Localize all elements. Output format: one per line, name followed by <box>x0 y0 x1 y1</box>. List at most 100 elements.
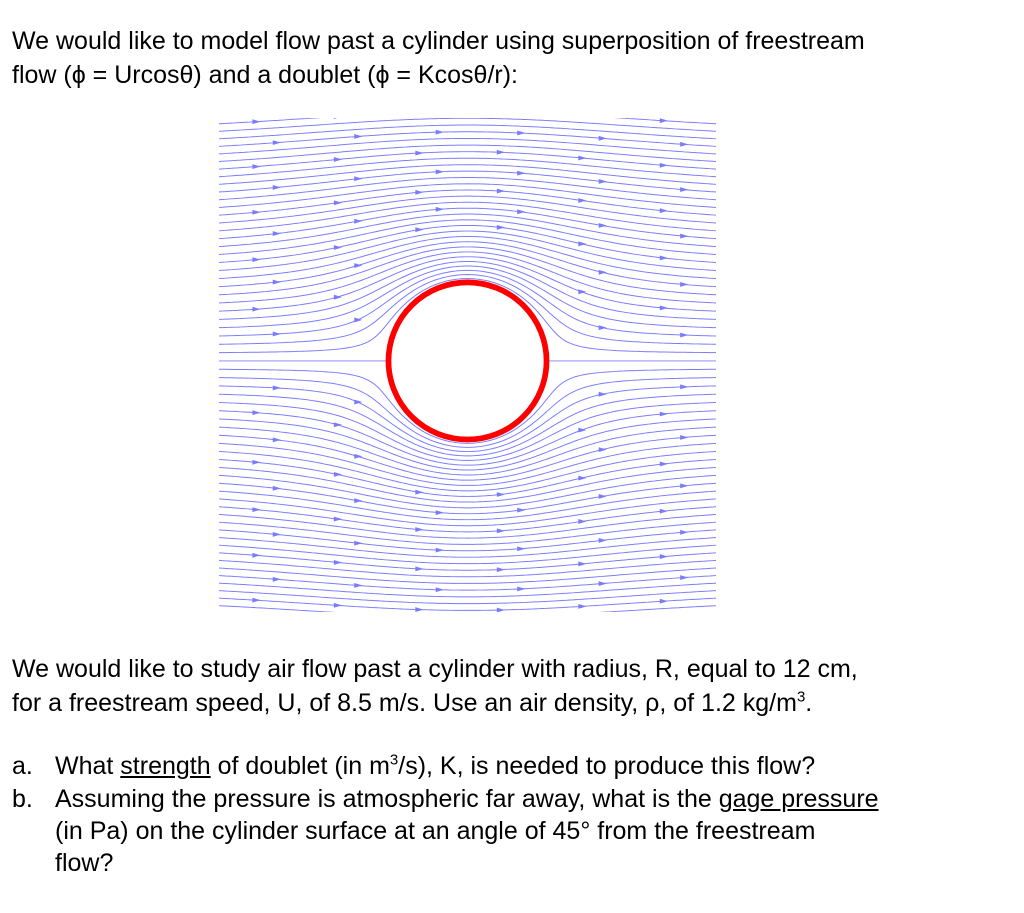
question-b-line-3: flow? <box>55 849 114 877</box>
streamline <box>219 131 716 147</box>
flow-arrow <box>272 185 281 190</box>
streamline <box>219 151 716 170</box>
streamline <box>219 118 716 125</box>
streamline <box>219 230 716 271</box>
question-a-post: /s), K, is needed to produce this flow? <box>398 752 816 780</box>
flow-arrow <box>435 547 444 553</box>
streamline <box>219 582 716 598</box>
streamline <box>219 177 716 201</box>
question-a-pre: What <box>55 752 121 780</box>
streamline <box>219 418 716 471</box>
intro-paragraph: We would like to model flow past a cylin… <box>12 24 1012 92</box>
flow-arrow <box>578 475 587 481</box>
flow-arrow <box>415 150 424 156</box>
question-b-label: b. <box>12 785 33 813</box>
flow-arrow <box>598 494 607 499</box>
streamline <box>219 241 716 288</box>
flow-arrow <box>435 587 444 593</box>
study-line-1: We would like to study air flow past a c… <box>12 655 858 683</box>
question-b-line-2: (in Pa) on the cylinder surface at an an… <box>55 817 816 845</box>
flow-arrow <box>680 141 689 147</box>
flow-arrow <box>354 583 363 588</box>
flow-arrow <box>659 461 668 467</box>
flow-arrow <box>252 597 261 603</box>
flow-arrow <box>496 528 505 534</box>
flow-arrow <box>598 135 607 141</box>
flow-arrow <box>333 560 343 565</box>
flow-arrow <box>333 245 343 250</box>
streamline <box>219 201 716 232</box>
flow-arrow <box>415 527 424 532</box>
flow-arrow <box>252 119 261 125</box>
flow-arrow <box>354 498 363 504</box>
flow-arrow <box>354 176 363 182</box>
flow-arrow <box>435 510 444 516</box>
streamline <box>219 490 716 521</box>
flow-arrow <box>272 331 281 337</box>
flow-arrow <box>272 576 281 582</box>
cubed-superscript: 3 <box>796 688 806 706</box>
cylinder-outline <box>385 279 550 443</box>
flow-arrow <box>333 157 343 162</box>
streamline <box>219 393 716 457</box>
streamline <box>219 567 716 584</box>
flow-arrow <box>333 422 343 428</box>
streamline <box>219 246 716 296</box>
streamlines-group <box>219 118 716 612</box>
flow-arrow <box>517 586 526 592</box>
flow-arrow <box>659 554 668 560</box>
streamline <box>219 597 716 611</box>
streamline <box>219 164 716 185</box>
streamline <box>219 157 716 178</box>
flow-arrow <box>333 200 343 206</box>
flow-arrow <box>578 289 587 295</box>
flow-arrow <box>496 224 505 230</box>
streamline <box>219 251 716 304</box>
flow-arrow <box>680 233 689 239</box>
streamline <box>219 410 716 466</box>
flow-arrow <box>435 169 444 175</box>
streamline <box>219 170 716 193</box>
flow-arrow <box>496 492 505 497</box>
flow-arrow <box>680 332 689 338</box>
streamline <box>219 537 716 558</box>
streamline <box>219 207 716 240</box>
flow-arrow <box>680 384 689 390</box>
flow-arrow <box>252 507 261 513</box>
flow-arrow <box>252 164 261 170</box>
streamline <box>219 506 716 533</box>
flow-arrow <box>333 294 343 300</box>
flow-arrow <box>680 435 689 440</box>
question-b-pre: Assuming the pressure is atmospheric far… <box>55 785 719 813</box>
flow-arrow <box>598 179 607 184</box>
flow-arrow <box>415 607 424 612</box>
flow-arrow <box>680 483 689 489</box>
flow-arrow <box>578 198 587 203</box>
study-paragraph: We would like to study air flow past a c… <box>12 652 1012 720</box>
streamline <box>219 434 716 481</box>
streamline <box>219 265 716 329</box>
streamline <box>219 482 716 515</box>
question-a-sup: 3 <box>389 751 399 769</box>
intro-line-2: flow (ϕ = Urcosθ) and a doublet (ϕ = Kco… <box>12 61 518 89</box>
flow-arrow <box>333 118 338 119</box>
streamline <box>219 144 716 162</box>
study-line-2: for a freestream speed, U, of 8.5 m/s. U… <box>12 689 797 717</box>
flow-arrow <box>598 269 607 275</box>
flow-arrow <box>496 567 505 573</box>
streamline <box>219 552 716 571</box>
flow-arrow <box>659 411 668 417</box>
streamline <box>219 235 716 279</box>
flow-arrow <box>578 561 587 567</box>
flow-arrow <box>680 529 689 535</box>
streamline <box>219 575 716 591</box>
streamline <box>219 118 716 132</box>
flow-past-cylinder-figure <box>219 118 716 612</box>
flow-arrow <box>598 581 607 587</box>
flow-arrow <box>659 118 668 124</box>
streamline <box>219 138 716 155</box>
flow-arrow <box>272 437 281 443</box>
streamline <box>219 466 716 503</box>
flow-arrow <box>252 410 261 416</box>
flow-arrow <box>578 519 587 524</box>
